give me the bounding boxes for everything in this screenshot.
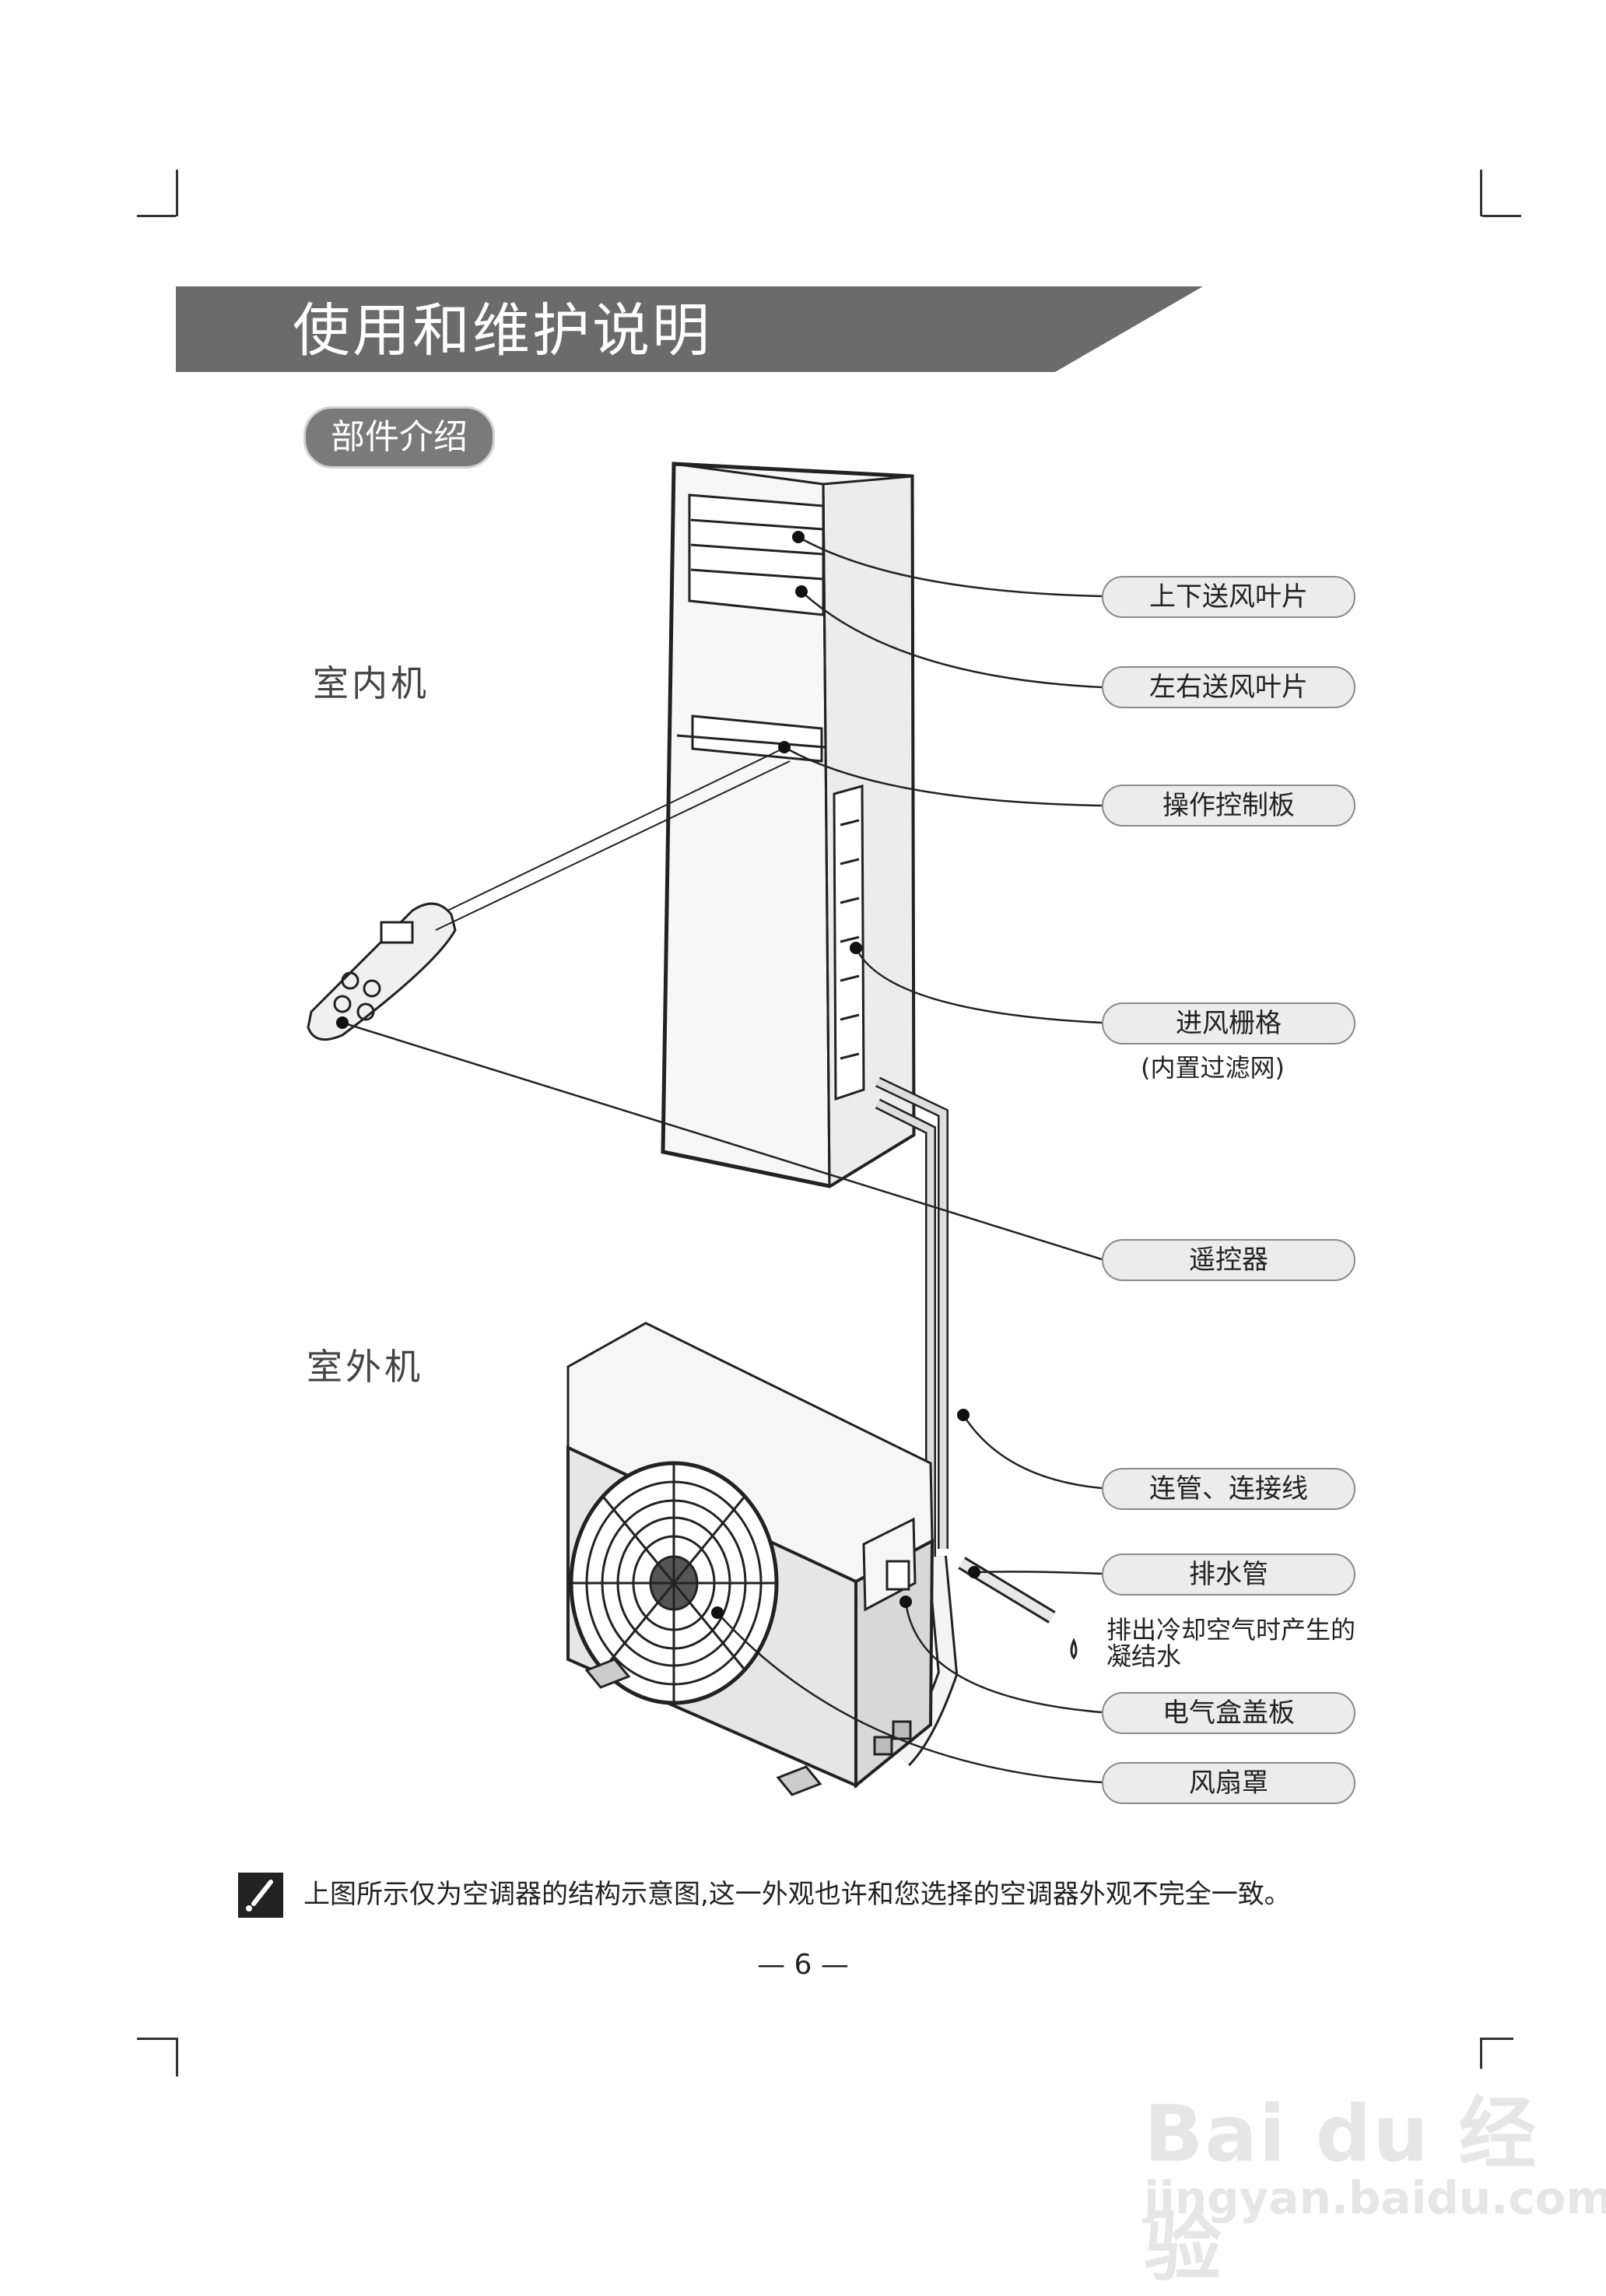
drain-hose (958, 1557, 1078, 1660)
indoor-unit-label: 室内机 (313, 662, 430, 704)
page-number: — 6 — (757, 1949, 849, 1981)
callout-louver-vertical: 上下送风叶片 (1102, 576, 1355, 618)
air-inlet-grille-note: (内置过滤网) (1141, 1053, 1285, 1083)
outdoor-unit-label: 室外机 (307, 1346, 423, 1388)
callout-electric-box: 电气盒盖板 (1102, 1692, 1355, 1734)
callout-air-inlet-grille: 进风栅格 (1102, 1002, 1355, 1044)
watermark-url: jingyan.baidu.com (1144, 2171, 1606, 2224)
crop-mark-tl-v (176, 170, 178, 216)
callout-fan-guard: 风扇罩 (1102, 1762, 1355, 1804)
crop-mark-tl-h (137, 215, 176, 217)
leader-dots (336, 531, 980, 1619)
callout-remote: 遥控器 (1102, 1239, 1355, 1281)
leader-lines (342, 535, 1103, 1784)
outdoor-unit-body (566, 1322, 934, 1796)
title-banner (176, 286, 1203, 372)
crop-mark-tr-v (1480, 170, 1482, 216)
crop-mark-br-v (1480, 2038, 1482, 2069)
remote-controller (307, 902, 457, 1041)
disclaimer-note: 上图所示仅为空调器的结构示意图,这一外观也许和您选择的空调器外观不完全一致。 (303, 1879, 1291, 1910)
callout-louver-horizontal: 左右送风叶片 (1102, 666, 1355, 708)
crop-mark-br-h (1482, 2038, 1513, 2040)
callout-piping: 连管、连接线 (1102, 1468, 1355, 1510)
crop-mark-tr-h (1482, 215, 1521, 217)
pencil-icon (238, 1873, 283, 1918)
page-title: 使用和维护说明 (293, 297, 712, 364)
drain-note-line-1: 排出冷却空气时产生的 (1106, 1615, 1356, 1645)
drain-note-line-2: 凝结水 (1106, 1641, 1182, 1671)
crop-mark-bl-v (176, 2038, 178, 2077)
crop-mark-bl-h (137, 2038, 176, 2040)
callout-control-panel: 操作控制板 (1102, 785, 1355, 827)
callout-drain: 排水管 (1102, 1553, 1355, 1596)
section-pill: 部件介绍 (303, 406, 495, 469)
indoor-unit-body (661, 462, 916, 1188)
